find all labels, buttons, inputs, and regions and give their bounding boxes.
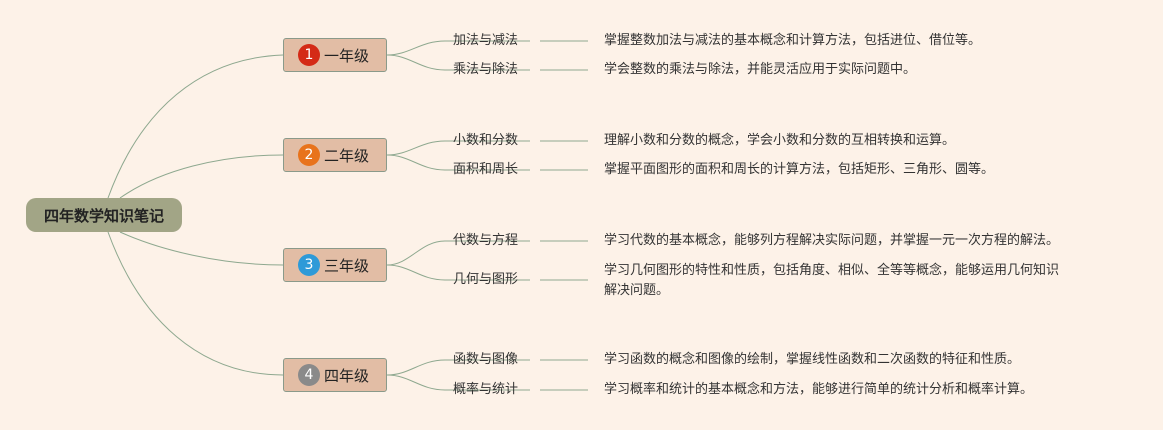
edge-grade-1-topic-2 [386, 54, 530, 71]
topic-description[interactable]: 学习几何图形的特性和性质，包括角度、相似、全等等概念，能够运用几何知识 解决问题… [604, 261, 1104, 301]
edge-grade-3-topic-2 [386, 264, 530, 281]
topic-node[interactable]: 函数与图像 [453, 352, 519, 367]
number-badge-icon: 3 [298, 254, 320, 276]
topic-description-line: 解决问题。 [604, 283, 670, 298]
topic-description[interactable]: 掌握整数加法与减法的基本概念和计算方法，包括进位、借位等。 [604, 33, 982, 48]
topic-description[interactable]: 掌握平面图形的面积和周长的计算方法，包括矩形、三角形、圆等。 [604, 162, 995, 177]
edge-root-grade-4 [107, 231, 284, 376]
edge-root-grade-1 [107, 54, 284, 199]
grade-node-4[interactable]: 4 四年级 [283, 358, 387, 392]
topic-description[interactable]: 学习代数的基本概念，能够列方程解决实际问题，并掌握一元一次方程的解法。 [604, 233, 1060, 248]
edge-grade-2-topic-1 [386, 140, 530, 156]
edge-grade-4-topic-2 [386, 374, 530, 391]
topic-description[interactable]: 学习函数的概念和图像的绘制，掌握线性函数和二次函数的特征和性质。 [604, 352, 1021, 367]
topic-node[interactable]: 面积和周长 [453, 162, 519, 177]
topic-node[interactable]: 小数和分数 [453, 133, 519, 148]
topic-description[interactable]: 理解小数和分数的概念，学会小数和分数的互相转换和运算。 [604, 133, 956, 148]
edge-grade-4-topic-1 [386, 359, 530, 376]
edge-root-grade-2 [119, 154, 284, 199]
edge-root-grade-3 [119, 231, 284, 266]
grade-node-3[interactable]: 3 三年级 [283, 248, 387, 282]
root-node[interactable]: 四年数学知识笔记 [26, 198, 182, 232]
grade-node-2[interactable]: 2 二年级 [283, 138, 387, 172]
topic-node[interactable]: 乘法与除法 [453, 62, 519, 77]
topic-node[interactable]: 代数与方程 [453, 233, 519, 248]
number-badge-icon: 1 [298, 44, 320, 66]
number-badge-icon: 4 [298, 364, 320, 386]
topic-node[interactable]: 概率与统计 [453, 382, 519, 397]
grade-node-label: 四年级 [324, 366, 370, 385]
edge-grade-3-topic-1 [386, 240, 530, 266]
topic-description[interactable]: 学习概率和统计的基本概念和方法，能够进行简单的统计分析和概率计算。 [604, 382, 1034, 397]
topic-node[interactable]: 加法与减法 [453, 33, 519, 48]
edge-grade-2-topic-2 [386, 154, 530, 171]
grade-node-label: 二年级 [324, 146, 370, 165]
topic-node[interactable]: 几何与图形 [453, 272, 519, 287]
edge-grade-1-topic-1 [386, 40, 530, 56]
grade-node-label: 三年级 [324, 256, 370, 275]
topic-description[interactable]: 学会整数的乘法与除法，并能灵活应用于实际问题中。 [604, 62, 917, 77]
root-node-label: 四年数学知识笔记 [43, 206, 164, 225]
topic-description-line: 学习几何图形的特性和性质，包括角度、相似、全等等概念，能够运用几何知识 [604, 263, 1060, 278]
number-badge-icon: 2 [298, 144, 320, 166]
grade-node-label: 一年级 [324, 46, 370, 65]
grade-node-1[interactable]: 1 一年级 [283, 38, 387, 72]
